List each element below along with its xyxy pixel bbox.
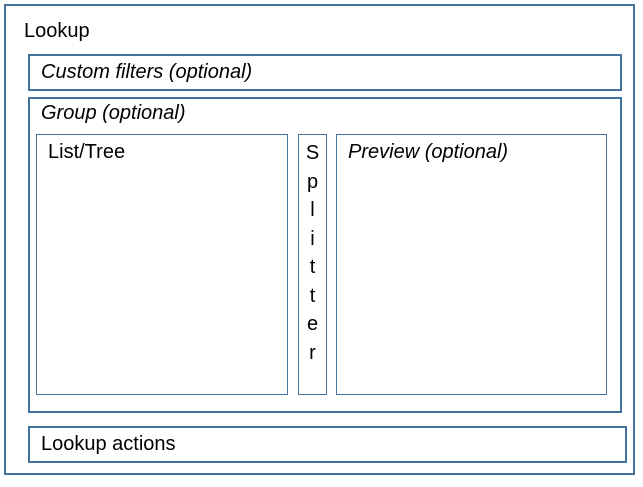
preview-label: Preview (optional) [348, 141, 509, 163]
list-tree-label: List/Tree [48, 141, 126, 163]
lookup-actions-label: Lookup actions [41, 433, 176, 455]
custom-filters-panel: Custom filters (optional) [28, 54, 622, 91]
splitter-handle: S p l i t t e r [298, 134, 327, 395]
lookup-actions-panel: Lookup actions [28, 426, 627, 463]
lookup-container: Lookup [4, 4, 635, 475]
splitter-label: S p l i t t e r [305, 142, 320, 364]
group-label: Group (optional) [41, 102, 186, 124]
custom-filters-label: Custom filters (optional) [41, 61, 253, 83]
list-tree-panel: List/Tree [36, 134, 288, 395]
lookup-title: Lookup [24, 20, 90, 42]
group-panel: Group (optional) [28, 97, 622, 413]
preview-panel: Preview (optional) [336, 134, 607, 395]
